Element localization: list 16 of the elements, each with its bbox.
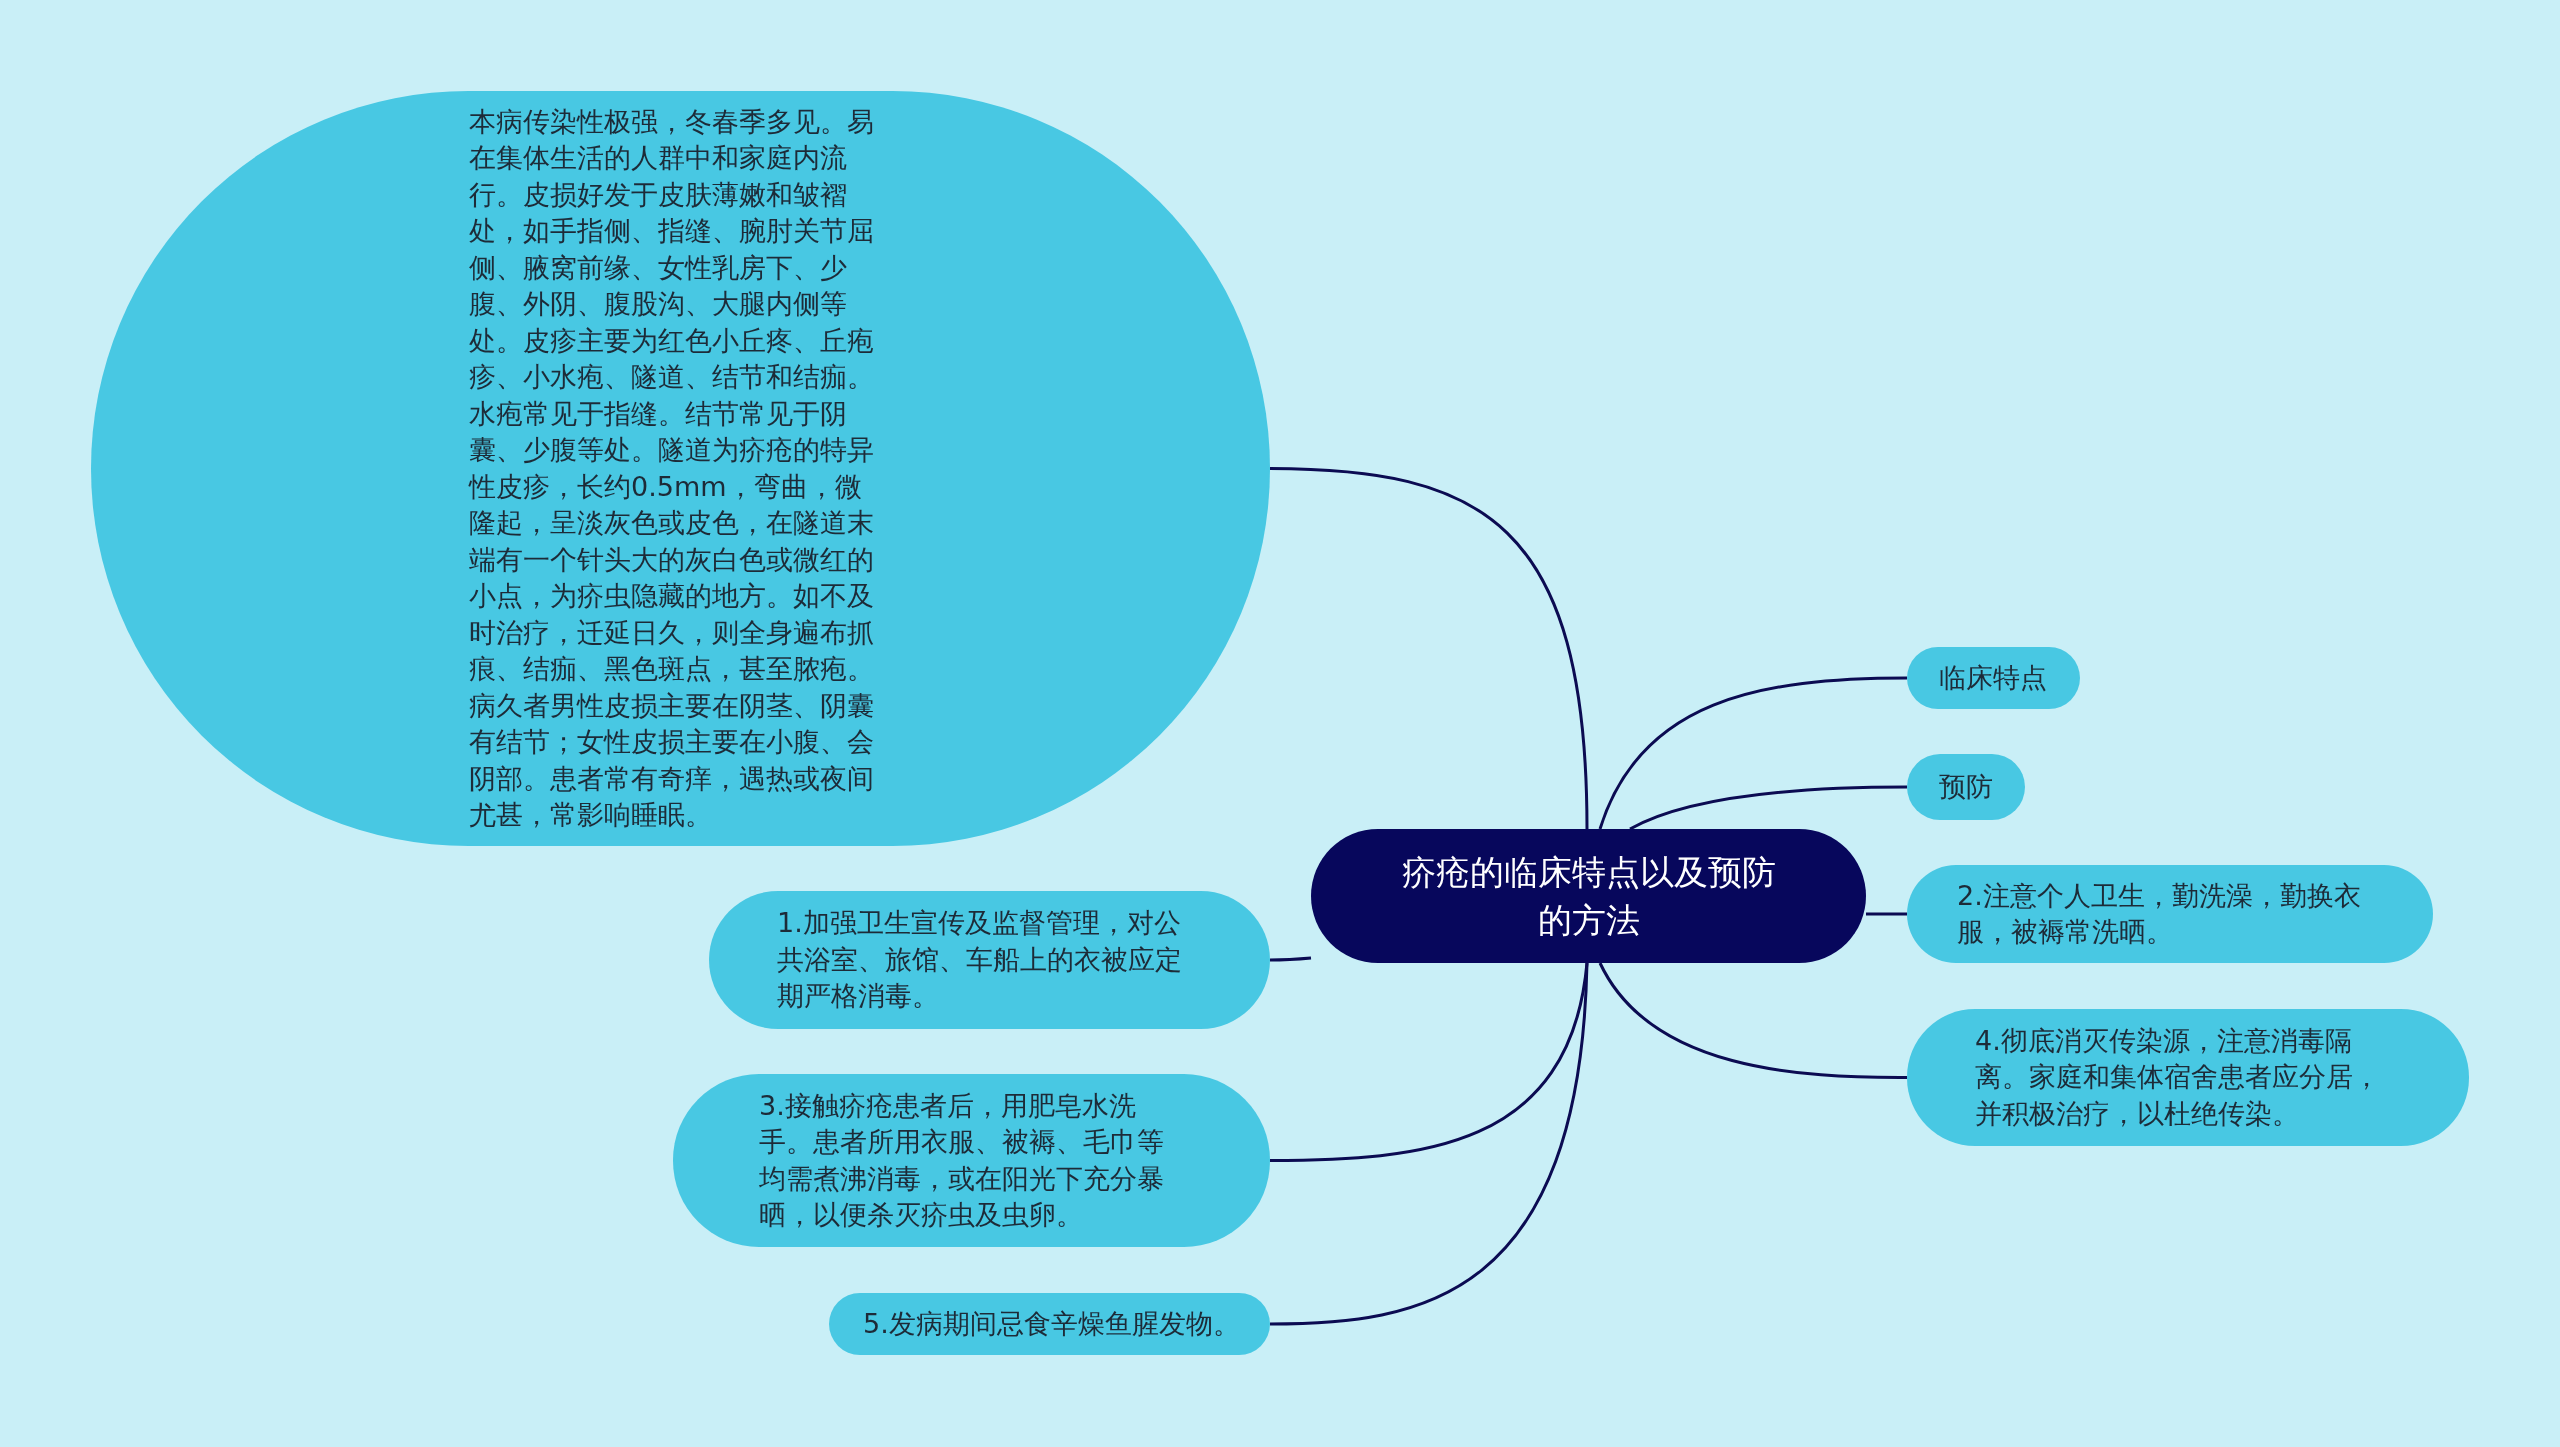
connector-line bbox=[1269, 467, 1589, 830]
connector-line bbox=[1269, 962, 1589, 1326]
subtopic-bubble: 临床特点 bbox=[1907, 647, 2080, 709]
subtopic-bubble: 5.发病期间忌食辛燥鱼腥发物。 bbox=[829, 1293, 1270, 1355]
connector-line bbox=[1598, 962, 1907, 1079]
connector-line bbox=[1270, 956, 1312, 962]
subtopic-bubble: 2.注意个人卫生，勤洗澡，勤换衣服，被褥常洗晒。 bbox=[1907, 865, 2433, 963]
topic-bubble: 疥疮的临床特点以及预防的方法 bbox=[1311, 829, 1866, 963]
subtopic-bubble: 本病传染性极强，冬春季多见。易在集体生活的人群中和家庭内流行。皮损好发于皮肤薄嫩和皱褶处，如手指侧、指缝、腕肘关节屈侧、腋窝前缘、女性乳房下、少腹、外阴、腹股沟、大腿内侧等处。皮疹主要为红色小丘疼、丘疱疹、小水疱、隧道、结节和结痂。水疱常见于指缝。结节常见于阴囊、少腹等处。隧道为疥疮的特异性皮疹，长约0.5mm，弯曲，微隆起，呈淡灰色或皮色，在隧道末端有一个针头大的灰白色或微红的小点，为疥虫隐藏的地方。如不及时治疗，迁延日久，则全身遍布抓痕、结痂、黑色斑点，甚至脓疱。病久者男性皮损主要在阴茎、阴囊有结节；女性皮损主要在小腹、会阴部。患者常有奇痒，遇热或夜间尤甚，常影响睡眠。 bbox=[91, 91, 1270, 846]
subtopic-bubble: 预防 bbox=[1907, 754, 2025, 820]
connector-line bbox=[1866, 912, 1907, 916]
subtopic-bubble: 1.加强卫生宣传及监督管理，对公共浴室、旅馆、车船上的衣被应定期严格消毒。 bbox=[709, 891, 1270, 1029]
connector-line bbox=[1629, 785, 1907, 831]
connector-line bbox=[1598, 676, 1907, 830]
subtopic-bubble: 4.彻底消灭传染源，注意消毒隔离。家庭和集体宿舍患者应分居，并积极治疗，以杜绝传染。 bbox=[1907, 1009, 2469, 1146]
subtopic-bubble: 3.接触疥疮患者后，用肥皂水洗手。患者所用衣服、被褥、毛巾等均需煮沸消毒，或在阳光下充分暴晒，以便杀灭疥虫及虫卵。 bbox=[673, 1074, 1270, 1247]
